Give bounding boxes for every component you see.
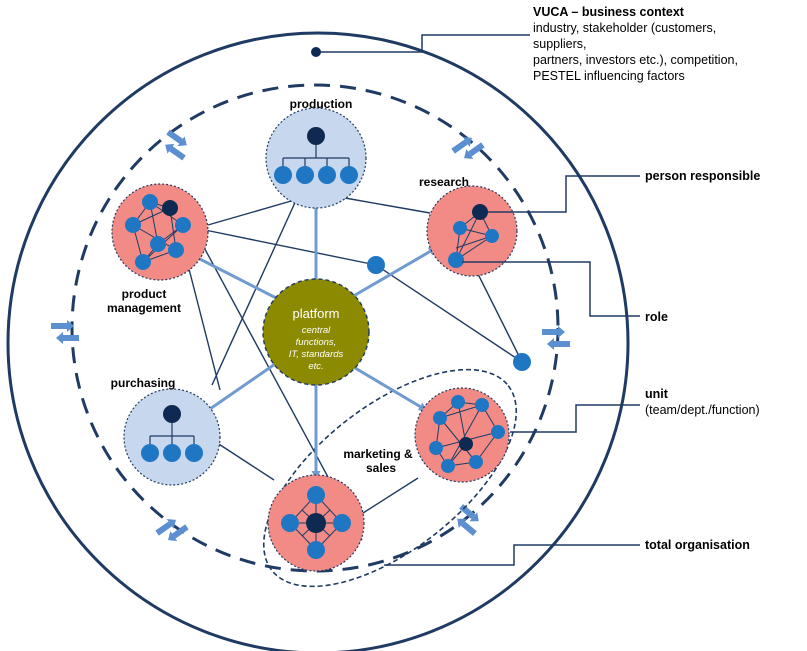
platform-line-4: etc.	[308, 361, 323, 372]
unit-research: research	[419, 175, 518, 277]
legend-person-responsible: person responsible	[645, 169, 760, 183]
platform-line-3: IT, standards	[289, 349, 344, 360]
unit-marketing: marketing & sales	[343, 387, 510, 483]
role-node	[513, 353, 531, 371]
unit-purchasing: purchasing	[111, 376, 221, 486]
legend-unit: unit	[645, 387, 669, 401]
label-production: production	[290, 97, 353, 111]
label-product-management-2: management	[107, 301, 181, 315]
context-line-2: suppliers,	[533, 37, 587, 51]
label-purchasing: purchasing	[111, 376, 176, 390]
role-node	[367, 256, 385, 274]
callout-lines	[316, 34, 640, 566]
context-line-1: industry, stakeholder (customers,	[533, 21, 716, 35]
context-marker	[311, 47, 321, 57]
platform-hub: platform central functions, IT, standard…	[262, 278, 370, 386]
label-product-management-1: product	[122, 287, 167, 301]
platform-line-1: central	[302, 325, 331, 336]
legend-role: role	[645, 310, 668, 324]
label-research: research	[419, 175, 469, 189]
unit-production: production	[265, 97, 367, 209]
label-marketing-sales-1: marketing &	[343, 447, 413, 461]
legend-total-organisation: total organisation	[645, 538, 750, 552]
context-line-4: PESTEL influencing factors	[533, 69, 685, 83]
context-boundary	[6, 31, 630, 651]
marketing-sales-group	[262, 368, 518, 588]
unit-sales	[267, 474, 365, 572]
unit-product-management: product management	[107, 183, 209, 315]
platform-line-2: functions,	[296, 337, 337, 348]
context-text: VUCA – business context industry, stakeh…	[533, 5, 738, 83]
legend-unit-sub: (team/dept./function)	[645, 403, 760, 417]
context-line-3: partners, investors etc.), competition,	[533, 53, 738, 67]
platform-title: platform	[293, 306, 340, 321]
label-marketing-sales-2: sales	[366, 461, 396, 475]
context-title: VUCA – business context	[533, 5, 685, 19]
